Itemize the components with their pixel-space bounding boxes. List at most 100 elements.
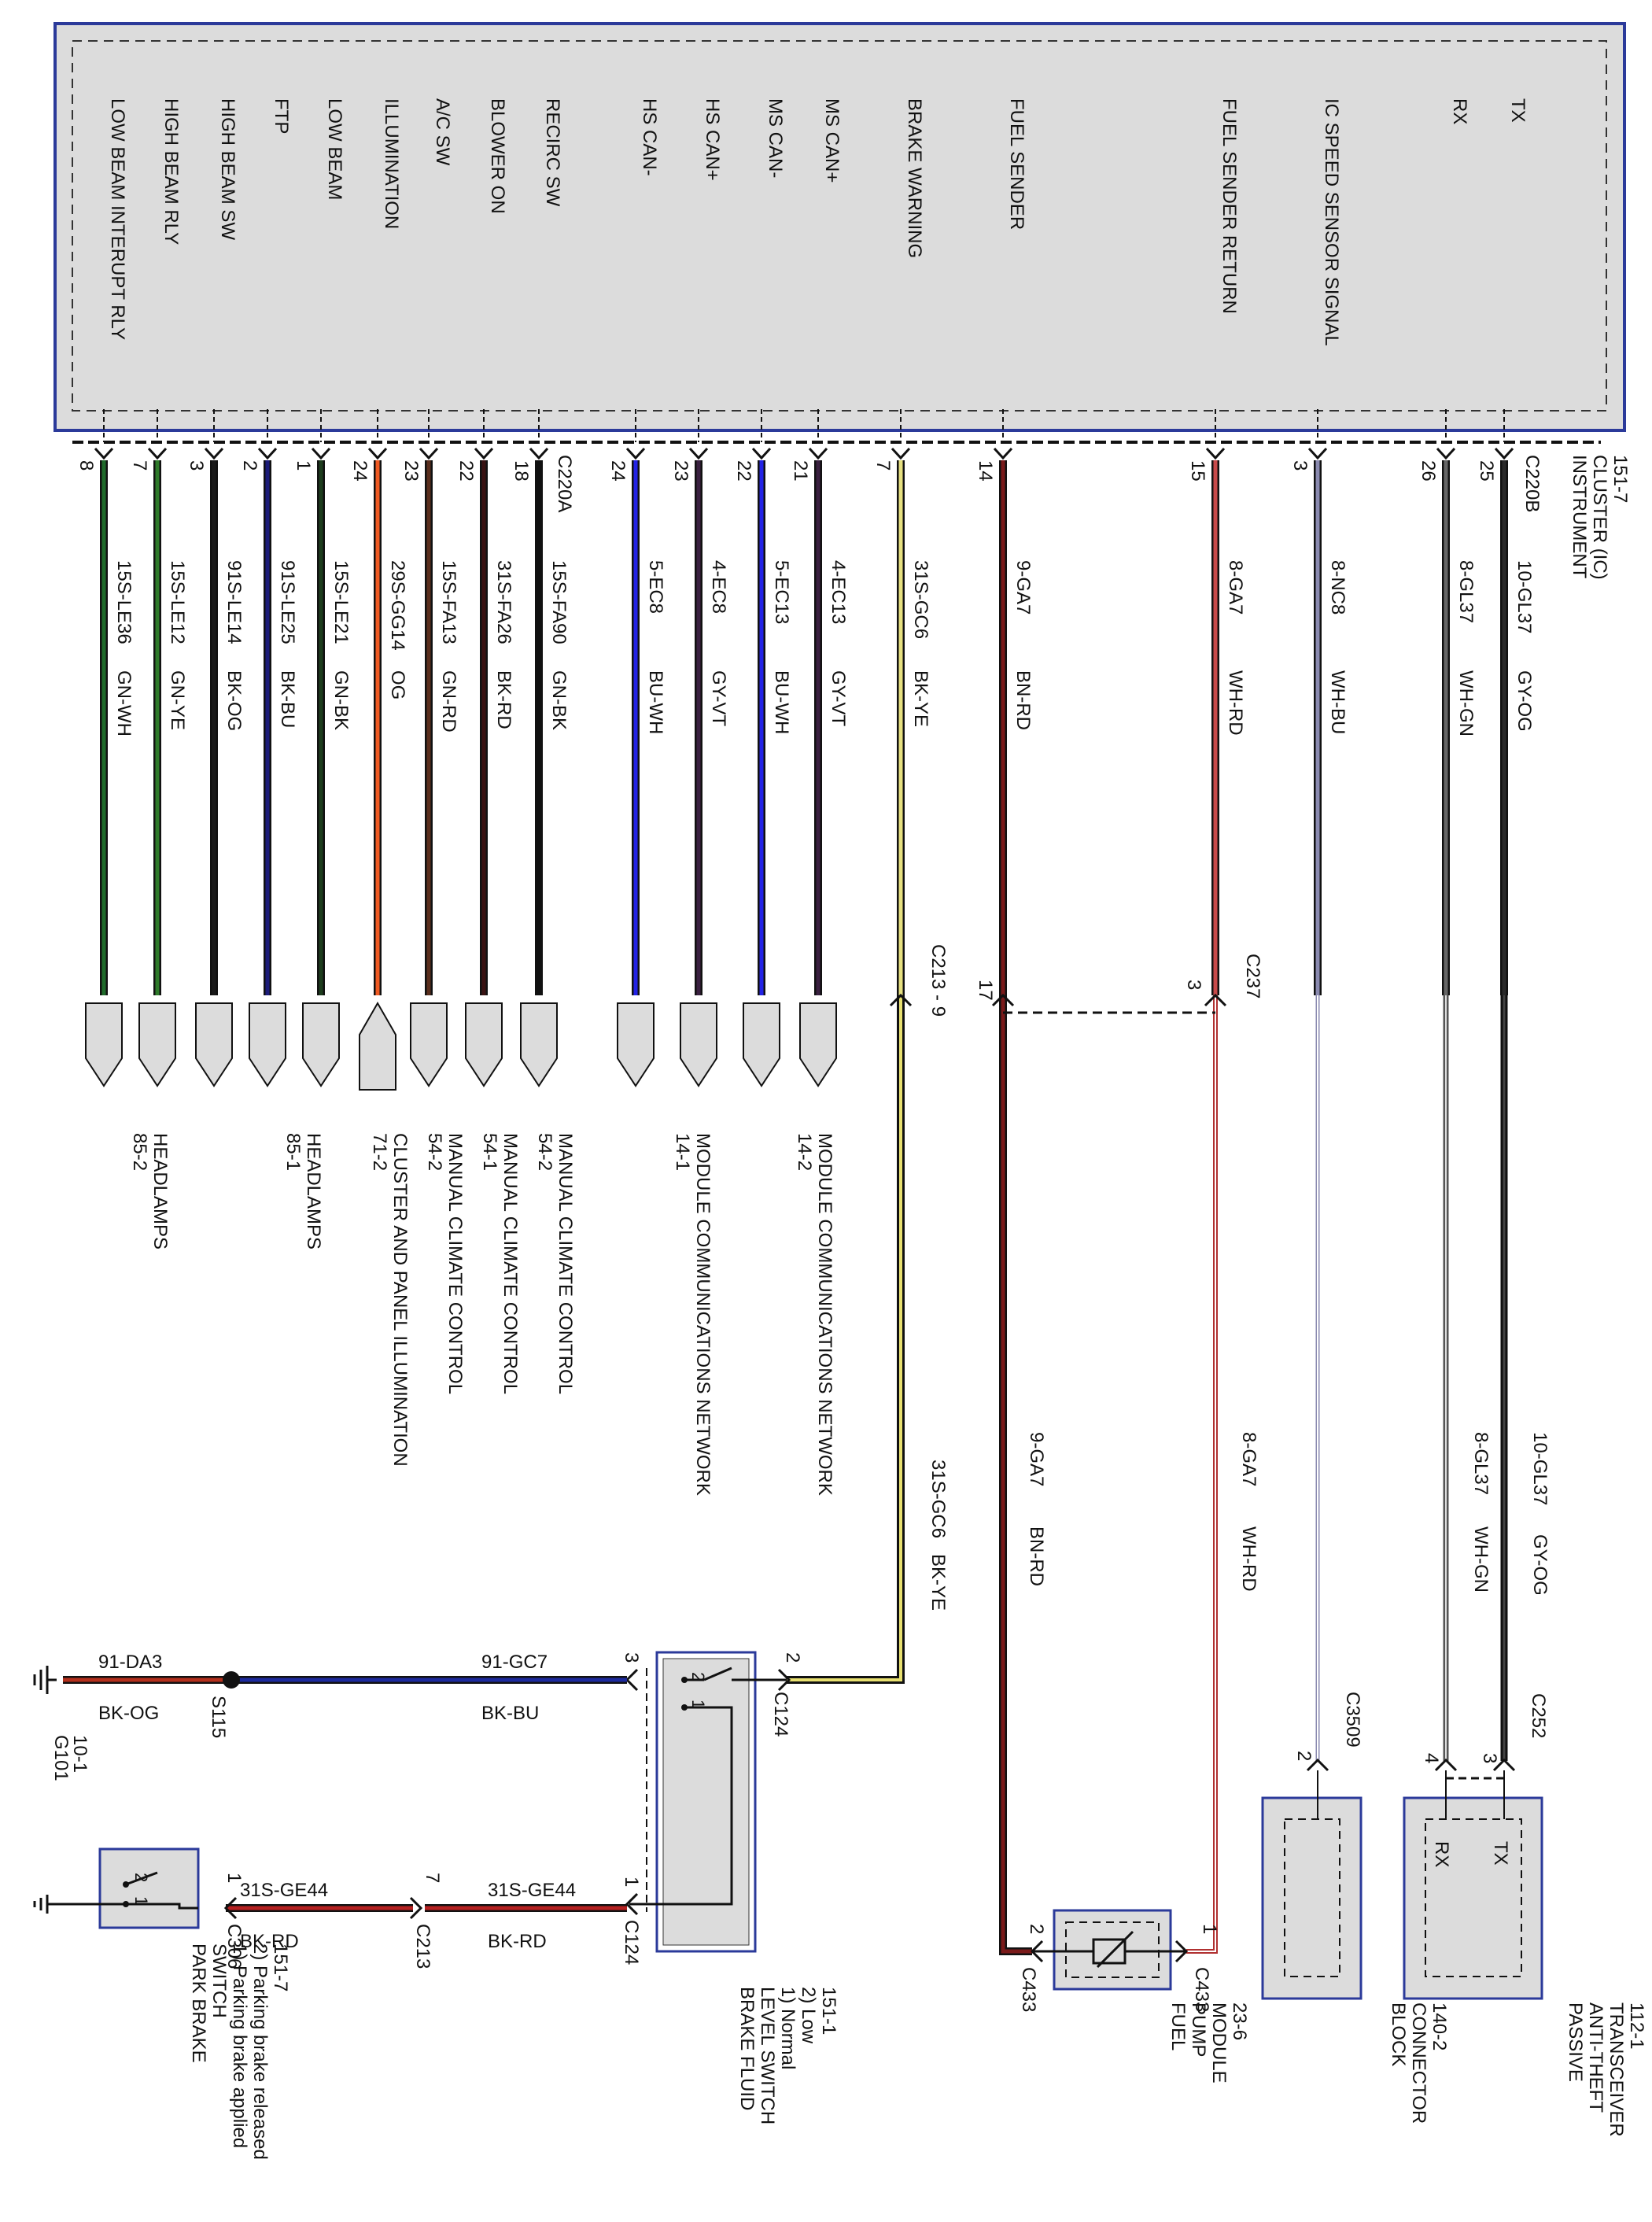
- park-brake-switch-body: [98, 1847, 200, 1929]
- ground-feed-color: BK-OG: [98, 1703, 159, 1724]
- signal-label-4-wrap: FTP: [271, 98, 292, 134]
- wire-color-4-wrap: BK-BU: [277, 670, 298, 728]
- park-brake-switch-contacts: [47, 1871, 198, 1910]
- pin-number-5-wrap: 1: [293, 460, 314, 471]
- block-connector-line-2: CONNECTOR: [1408, 2002, 1429, 2124]
- park-brake-wire-2-id: 31S-GE44: [488, 1880, 576, 1901]
- wire-color-9: GN-BK: [548, 670, 570, 730]
- brake-fluid-line-1: BRAKE FLUID: [736, 1987, 758, 2110]
- park-brake-switch-label: PARK BRAKE SWITCH 1) Parking brake appli…: [188, 1943, 291, 2160]
- wire-id-2: 15S-LE12: [167, 560, 188, 644]
- wire-id-19: 10-GL37: [1514, 560, 1535, 633]
- ground-symbol: [33, 1666, 57, 1694]
- dest-54-1-name: MANUAL CLIMATE CONTROL: [500, 1133, 521, 1394]
- wire-color-13-wrap: GY-VT: [828, 670, 849, 726]
- park-brake-pin-b: 1: [131, 1896, 151, 1906]
- wire-id-17-wrap: 8-NC8: [1327, 560, 1348, 615]
- wire-color-12-wrap: BU-WH: [771, 670, 792, 734]
- pin-arrow-5: [311, 447, 331, 460]
- pin-arrow-17: [1307, 447, 1328, 460]
- c433-pin-1: 1: [1199, 1924, 1220, 1934]
- wire-color-11: GY-VT: [708, 670, 729, 726]
- dest-connector-11: [680, 1002, 717, 1087]
- wire-color-11-wrap: GY-VT: [708, 670, 729, 726]
- connector-c220b-label: C220B: [1521, 455, 1543, 512]
- wire-color-3: BK-OG: [223, 670, 245, 731]
- wire-id-14: 31S-GC6: [910, 560, 931, 639]
- fuel-pump-module-label: FUEL PUMP MODULE 23-6: [1167, 2002, 1250, 2084]
- wire-color-7-wrap: GN-RD: [438, 670, 459, 733]
- dest-connector-13: [799, 1002, 837, 1087]
- wire-id-1-wrap: 15S-LE36: [113, 560, 135, 644]
- pin-number-18-wrap: 26: [1418, 460, 1439, 482]
- wire-color-15: BN-RD: [1012, 670, 1034, 730]
- fuel-pump-line-3: MODULE: [1208, 2002, 1230, 2084]
- c3509-label: C3509: [1342, 1692, 1363, 1748]
- pin-number-2-wrap: 7: [129, 460, 150, 471]
- signal-label-9: RECIRC SW: [542, 98, 563, 207]
- splice-feed-color: BK-BU: [481, 1703, 539, 1724]
- dest-14-1-ref: 14-1: [672, 1133, 693, 1171]
- signal-label-8-wrap: BLOWER ON: [487, 98, 508, 214]
- fuel-return-lower-id: 8-GA7: [1238, 1432, 1259, 1486]
- wire-id-15-wrap: 9-GA7: [1012, 560, 1034, 615]
- wire-id-13: 4-EC13: [828, 560, 849, 624]
- c124-lower-label: C124: [621, 1920, 642, 1965]
- block-connector-line-1: BLOCK: [1388, 2002, 1409, 2066]
- wire-id-5-wrap: 15S-LE21: [330, 560, 352, 644]
- rx-lower-color: WH-GN: [1470, 1526, 1492, 1593]
- park-brake-wire-1-color: BK-RD: [240, 1931, 299, 1952]
- pats-line-3: TRANSCEIVER: [1606, 2002, 1627, 2137]
- wire-id-3: 91S-LE14: [223, 560, 245, 644]
- wire-id-15: 9-GA7: [1012, 560, 1034, 615]
- wire-color-13: GY-VT: [828, 670, 849, 726]
- pin-number-19: 25: [1476, 460, 1497, 482]
- fuel-sender-lower-id: 9-GA7: [1026, 1432, 1047, 1486]
- wire-color-8: BK-RD: [493, 670, 514, 729]
- pin-arrow-6: [367, 447, 388, 460]
- c213-pin: 7: [422, 1873, 443, 1883]
- park-brake-line-1: PARK BRAKE: [188, 1943, 209, 2063]
- wire-color-17: WH-BU: [1327, 670, 1348, 734]
- signal-label-7: A/C SW: [432, 98, 453, 166]
- dest-54-2b-name: MANUAL CLIMATE CONTROL: [555, 1133, 576, 1394]
- splice-s115: [223, 1671, 240, 1689]
- pin-number-4-wrap: 2: [239, 460, 260, 471]
- c213-9-label: C213 - 9: [927, 944, 949, 1017]
- brake-fluid-switch-contacts: [629, 1666, 787, 1906]
- brake-fluid-line-3: 1) Normal: [777, 1987, 798, 2069]
- pin-number-17: 3: [1289, 460, 1311, 471]
- dest-connector-1: [85, 1002, 123, 1087]
- c252-label: C252: [1528, 1693, 1549, 1738]
- c306-label: C306: [223, 1924, 245, 1969]
- c433-label-right: C433: [1191, 1967, 1212, 2012]
- block-connector-inner: [1284, 1818, 1340, 1977]
- signal-label-19-wrap: TX: [1507, 98, 1528, 123]
- fuel-sender-lower-color: BN-RD: [1026, 1526, 1047, 1586]
- signal-label-10: HS CAN-: [639, 98, 660, 176]
- c237-arrow-17: [991, 993, 1015, 1007]
- pats-inner: [1425, 1818, 1522, 1977]
- dest-54-2b-ref: 54-2: [534, 1133, 555, 1171]
- fuel-sender-resistor-icon: [1032, 1930, 1186, 1969]
- dest-connector-4: [249, 1002, 286, 1087]
- pin-number-11: 23: [670, 460, 691, 482]
- dest-85-2-ref: 85-2: [129, 1133, 150, 1171]
- ground-feed-wire-id: 91-DA3: [98, 1652, 162, 1673]
- instrument-cluster-box: [53, 22, 1626, 432]
- pin-arrow-11: [688, 447, 709, 460]
- park-brake-line-4: 2) Parking brake released: [249, 1943, 271, 2160]
- brake-fluid-line-5: 151-1: [818, 1987, 839, 2035]
- signal-label-2: HIGH BEAM RLY: [160, 98, 182, 245]
- c306-pin: 1: [223, 1873, 245, 1883]
- signal-label-7-wrap: A/C SW: [432, 98, 453, 166]
- wire-id-2-wrap: 15S-LE12: [167, 560, 188, 644]
- park-brake-wire-2-color: BK-RD: [488, 1931, 547, 1952]
- wire-color-6-wrap: OG: [387, 670, 408, 699]
- instrument-cluster-inner-outline: [72, 40, 1607, 412]
- dest-14-2-name: MODULE COMMUNICATIONS NETWORK: [814, 1133, 835, 1496]
- c237-pin-3: 3: [1183, 980, 1204, 990]
- brake-fluid-switch-outer: [655, 1651, 757, 1953]
- dest-connector-9: [520, 1002, 558, 1087]
- c433-arrow-1: [1174, 1940, 1189, 1963]
